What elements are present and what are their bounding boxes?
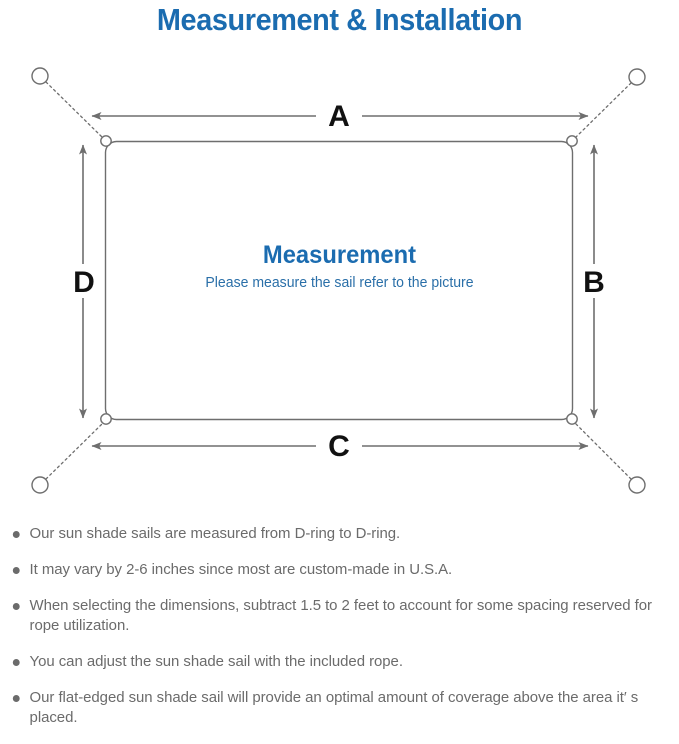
anchor-top-left-icon — [31, 67, 49, 85]
list-item: Our flat-edged sun shade sail will provi… — [0, 688, 669, 728]
list-item: It may vary by 2-6 inches since most are… — [0, 560, 669, 580]
notes-list: Our sun shade sails are measured from D-… — [0, 524, 679, 744]
measurement-diagram: A C D B — [0, 52, 679, 512]
note-text: It may vary by 2-6 inches since most are… — [29, 561, 453, 578]
rope-top-left — [45, 81, 104, 139]
rope-top-right — [574, 82, 632, 139]
dimension-label-a: A — [328, 100, 350, 133]
note-text: Our sun shade sails are measured from D-… — [29, 525, 401, 542]
bullet-icon — [12, 695, 20, 702]
anchor-top-right-icon — [628, 68, 646, 86]
d-ring-bottom-right-icon — [566, 413, 578, 425]
d-ring-top-right-icon — [566, 135, 578, 147]
anchor-bottom-right-icon — [628, 476, 646, 494]
bullet-icon — [12, 603, 20, 610]
bullet-icon — [12, 659, 20, 666]
page-title: Measurement & Installation — [156, 2, 523, 37]
rope-bottom-right — [574, 422, 632, 480]
list-item: Our sun shade sails are measured from D-… — [0, 524, 669, 544]
bullet-icon — [12, 531, 20, 538]
sail-shape — [104, 140, 574, 421]
bullet-icon — [12, 567, 20, 574]
rope-bottom-left — [45, 422, 104, 480]
d-ring-top-left-icon — [100, 135, 112, 147]
note-text: When selecting the dimensions, subtract … — [29, 597, 652, 634]
d-ring-bottom-left-icon — [100, 413, 112, 425]
dimension-label-d: D — [73, 266, 95, 299]
list-item: When selecting the dimensions, subtract … — [0, 596, 669, 636]
list-item: You can adjust the sun shade sail with t… — [0, 652, 669, 672]
anchor-bottom-left-icon — [31, 476, 49, 494]
dimension-label-b: B — [583, 266, 605, 299]
note-text: You can adjust the sun shade sail with t… — [29, 653, 403, 670]
note-text: Our flat-edged sun shade sail will provi… — [29, 689, 639, 726]
dimension-label-c: C — [328, 430, 350, 463]
